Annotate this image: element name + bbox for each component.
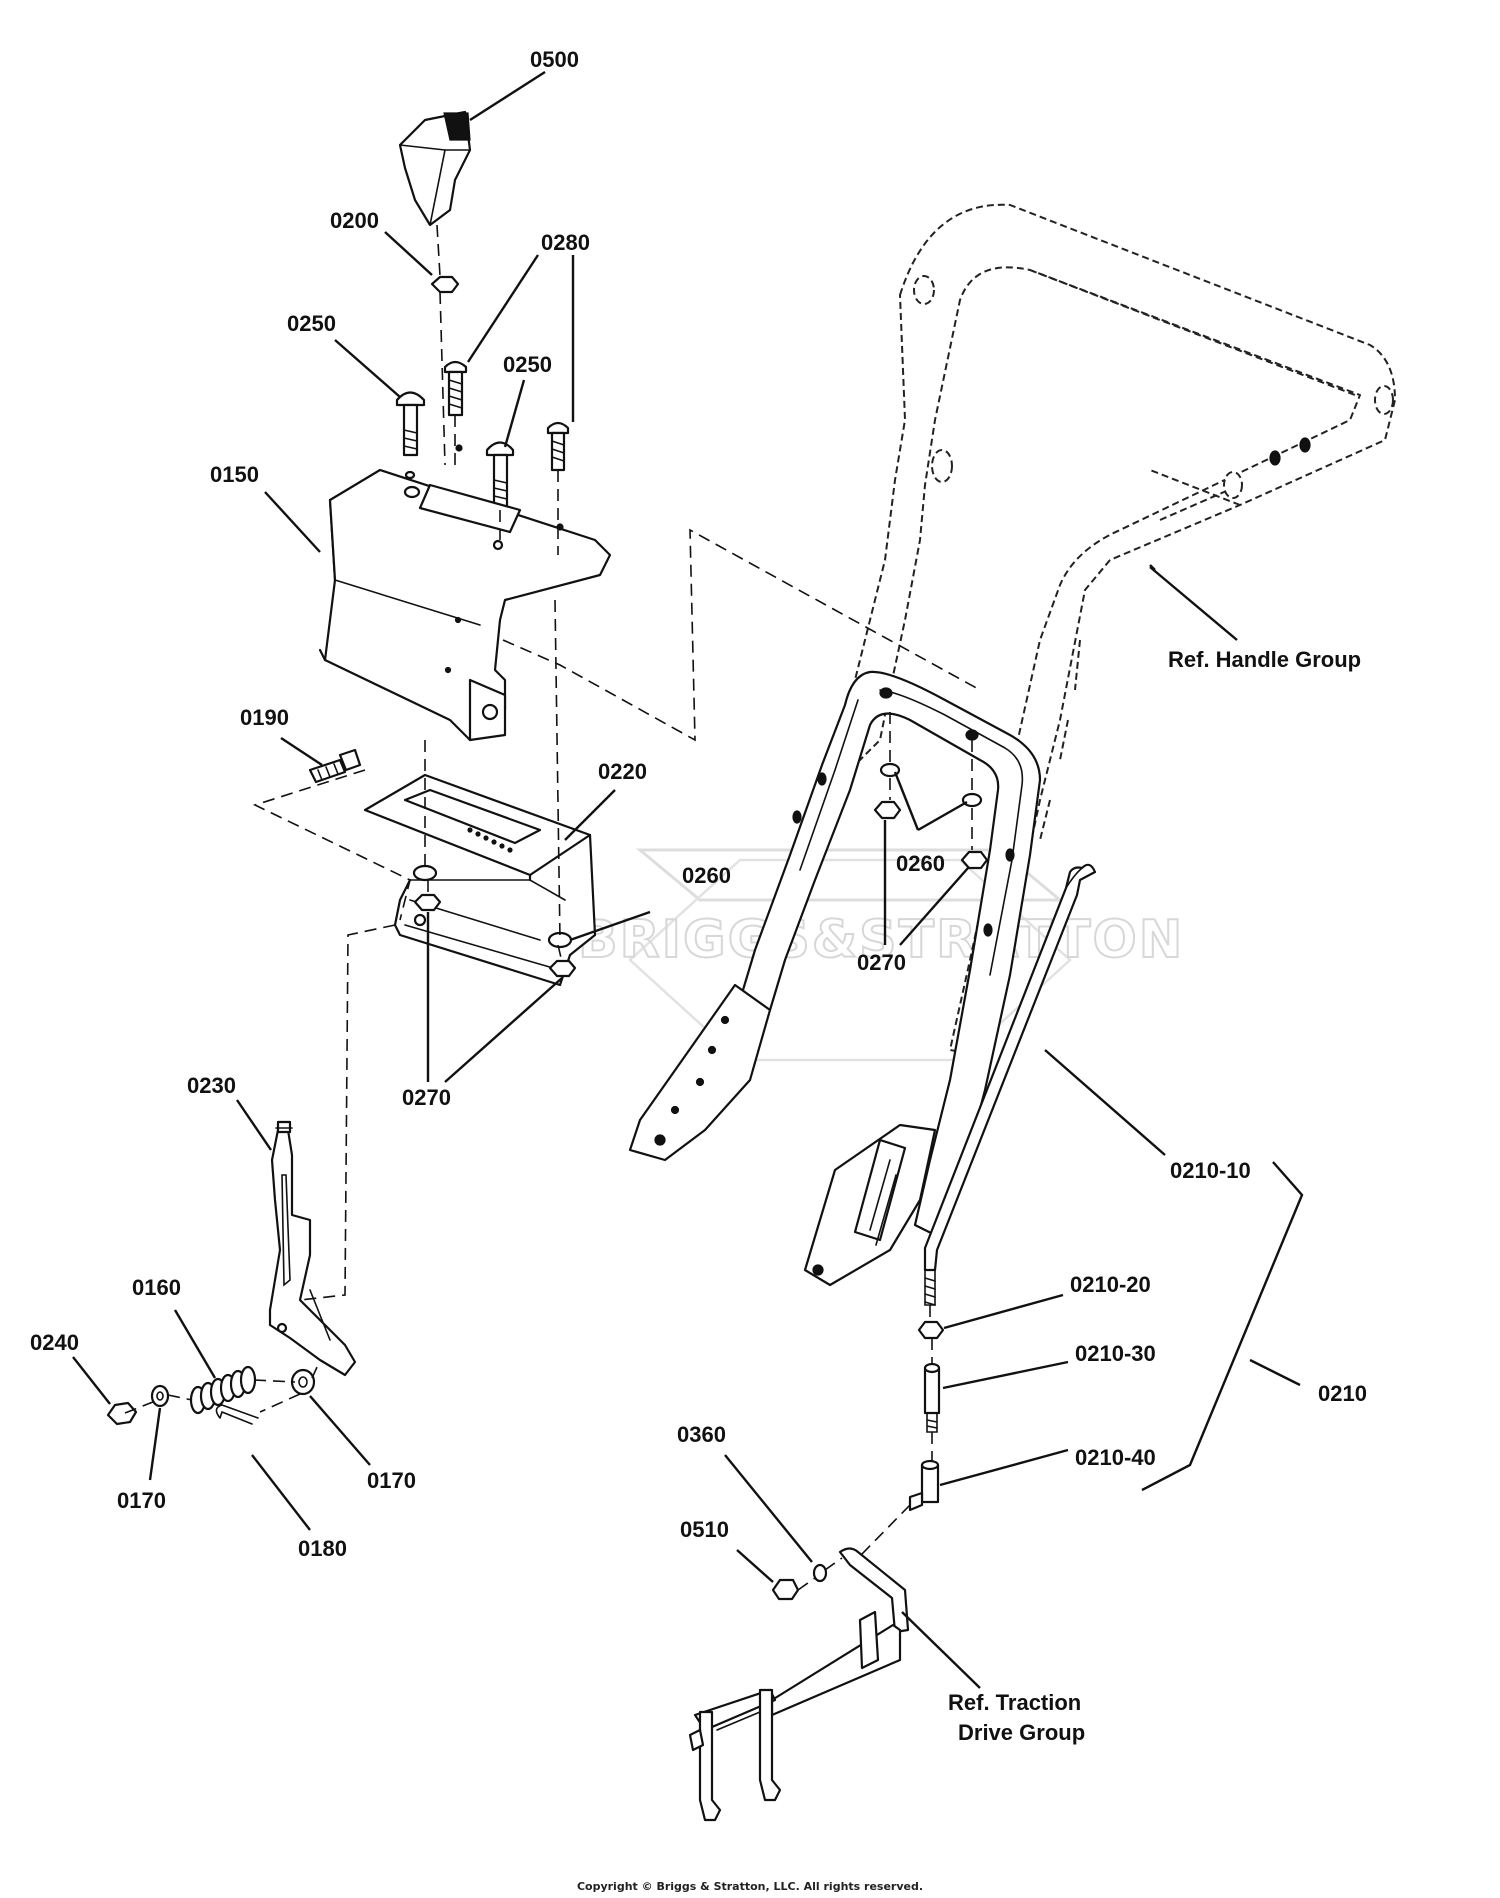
callout-0200: 0200 — [330, 208, 379, 233]
callout-0210-40: 0210-40 — [1075, 1445, 1156, 1470]
lower-handle — [628, 670, 1042, 1287]
bolt-0190 — [308, 748, 362, 784]
swivel-0210-40 — [908, 1459, 940, 1512]
callout-0280: 0280 — [541, 230, 590, 255]
reference-labels: Ref. Handle Group Ref. Traction Drive Gr… — [948, 647, 1361, 1745]
washer-0260-left-b — [547, 931, 573, 949]
screw-0280-left — [443, 360, 468, 417]
callout-0210: 0210 — [1318, 1381, 1367, 1406]
callout-0510: 0510 — [680, 1517, 729, 1542]
ref-traction-label-line2: Drive Group — [958, 1720, 1085, 1745]
carriage-bolt-0250-right — [485, 441, 515, 512]
nut-0270-right-a — [873, 800, 902, 820]
callout-0270-right: 0270 — [857, 950, 906, 975]
spring-0160 — [189, 1365, 257, 1415]
brand-watermark: BRIGGS&STRATTON — [577, 848, 1184, 1062]
callout-0170-right: 0170 — [367, 1468, 416, 1493]
washer-0260-right-b — [961, 792, 983, 808]
bracket-0220 — [363, 773, 597, 987]
callout-0210-10: 0210-10 — [1170, 1158, 1251, 1183]
copyright-notice: Copyright © Briggs & Stratton, LLC. All … — [577, 1880, 923, 1893]
callout-0210-20: 0210-20 — [1070, 1272, 1151, 1297]
leader-lines — [72, 70, 1304, 1689]
nut-0270-left-b — [548, 959, 577, 978]
washer-0170-left — [150, 1384, 170, 1408]
nut-0240 — [106, 1401, 138, 1426]
nut-0210-20 — [917, 1320, 945, 1340]
nut-0510 — [771, 1578, 800, 1601]
callout-0500: 0500 — [530, 47, 579, 72]
ref-handle-group-label: Ref. Handle Group — [1168, 647, 1361, 672]
knob-0500 — [398, 110, 472, 227]
callout-labels: 0500 0200 0280 0250 0250 0150 0190 0220 … — [30, 47, 1367, 1561]
watermark-text: BRIGGS&STRATTON — [578, 910, 1184, 970]
washer-0360 — [812, 1563, 828, 1583]
callout-0150: 0150 — [210, 462, 259, 487]
washer-0170-right — [290, 1368, 316, 1396]
carriage-bolt-0250-left — [395, 391, 426, 457]
nut-0270-right-b — [960, 850, 989, 870]
ref-traction-label-line1: Ref. Traction — [948, 1690, 1081, 1715]
screw-0280-right — [546, 421, 570, 472]
callout-0210-30: 0210-30 — [1075, 1341, 1156, 1366]
callout-0230: 0230 — [187, 1073, 236, 1098]
lever-0230 — [268, 1120, 357, 1377]
traction-drive-group — [688, 1547, 910, 1822]
rod-0210-10 — [923, 863, 1097, 1306]
callout-0220: 0220 — [598, 759, 647, 784]
cotter-pin-0180 — [215, 1404, 259, 1425]
callout-0170-left: 0170 — [117, 1488, 166, 1513]
cover-0150 — [318, 444, 612, 742]
washer-0260-left-a — [412, 864, 438, 882]
callout-0190: 0190 — [240, 705, 289, 730]
callout-0240: 0240 — [30, 1330, 79, 1355]
callout-0250-left: 0250 — [287, 311, 336, 336]
nut-0200 — [430, 275, 460, 294]
assembly-lines — [124, 224, 981, 1591]
callout-0270-left: 0270 — [402, 1085, 451, 1110]
callout-0260-right: 0260 — [896, 851, 945, 876]
nut-0270-left-a — [413, 893, 442, 912]
callout-0250-right: 0250 — [503, 352, 552, 377]
callout-0160: 0160 — [132, 1275, 181, 1300]
callout-0260-left: 0260 — [682, 863, 731, 888]
callout-0360: 0360 — [677, 1422, 726, 1447]
callout-0180: 0180 — [298, 1536, 347, 1561]
coupler-0210-30 — [923, 1362, 941, 1433]
